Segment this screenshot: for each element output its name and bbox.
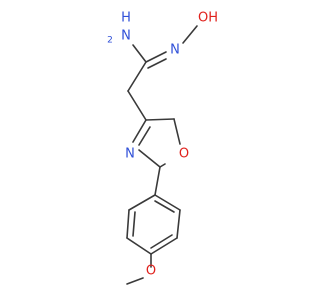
bond-ph-4 (150, 237, 178, 255)
bond-c-nh2 (132, 44, 147, 63)
bond-ph-inner-3 (154, 200, 175, 213)
bond-n3-c4-1 (132, 119, 147, 143)
bond-ph-inner-1 (132, 211, 136, 237)
amine-h-label: H (121, 11, 131, 26)
bond-c5-o1 (173, 118, 181, 145)
bond-c-n-oxime-1 (145, 51, 167, 63)
bond-ph-5 (176, 209, 181, 239)
bond-c2-phenyl (154, 166, 161, 196)
amine-subscript-label: 2 (107, 36, 113, 46)
bond-c4-c5 (145, 118, 175, 121)
oxazole-o-label: O (179, 147, 189, 162)
bond-n3-c4-2 (138, 126, 151, 146)
bond-ph-inner-2 (150, 234, 173, 249)
molecule-diagram: H N 2 N OH N O O (107, 11, 218, 285)
bond-ch2-ring (127, 90, 147, 121)
bond-c-ch2 (127, 61, 147, 92)
bond-ph-2 (126, 209, 130, 239)
bond-n-o (182, 25, 198, 44)
bond-c2-n3 (138, 149, 161, 168)
bond-layer (126, 25, 198, 285)
bond-o-ch3 (126, 277, 144, 285)
oxazole-n-label: N (125, 147, 135, 162)
bond-ph-1 (128, 194, 156, 211)
oxime-n-label: N (170, 43, 180, 58)
amine-n-label: N (121, 29, 131, 44)
bond-o1-c2 (159, 163, 166, 168)
atom-label-layer: H N 2 N OH N O O (107, 11, 218, 279)
bond-c-n-oxime-2 (147, 58, 167, 69)
bond-ph-3 (126, 237, 152, 255)
hydroxyl-label: OH (198, 11, 218, 26)
bond-ph-6 (154, 194, 181, 211)
methoxy-o-label: O (146, 264, 156, 279)
